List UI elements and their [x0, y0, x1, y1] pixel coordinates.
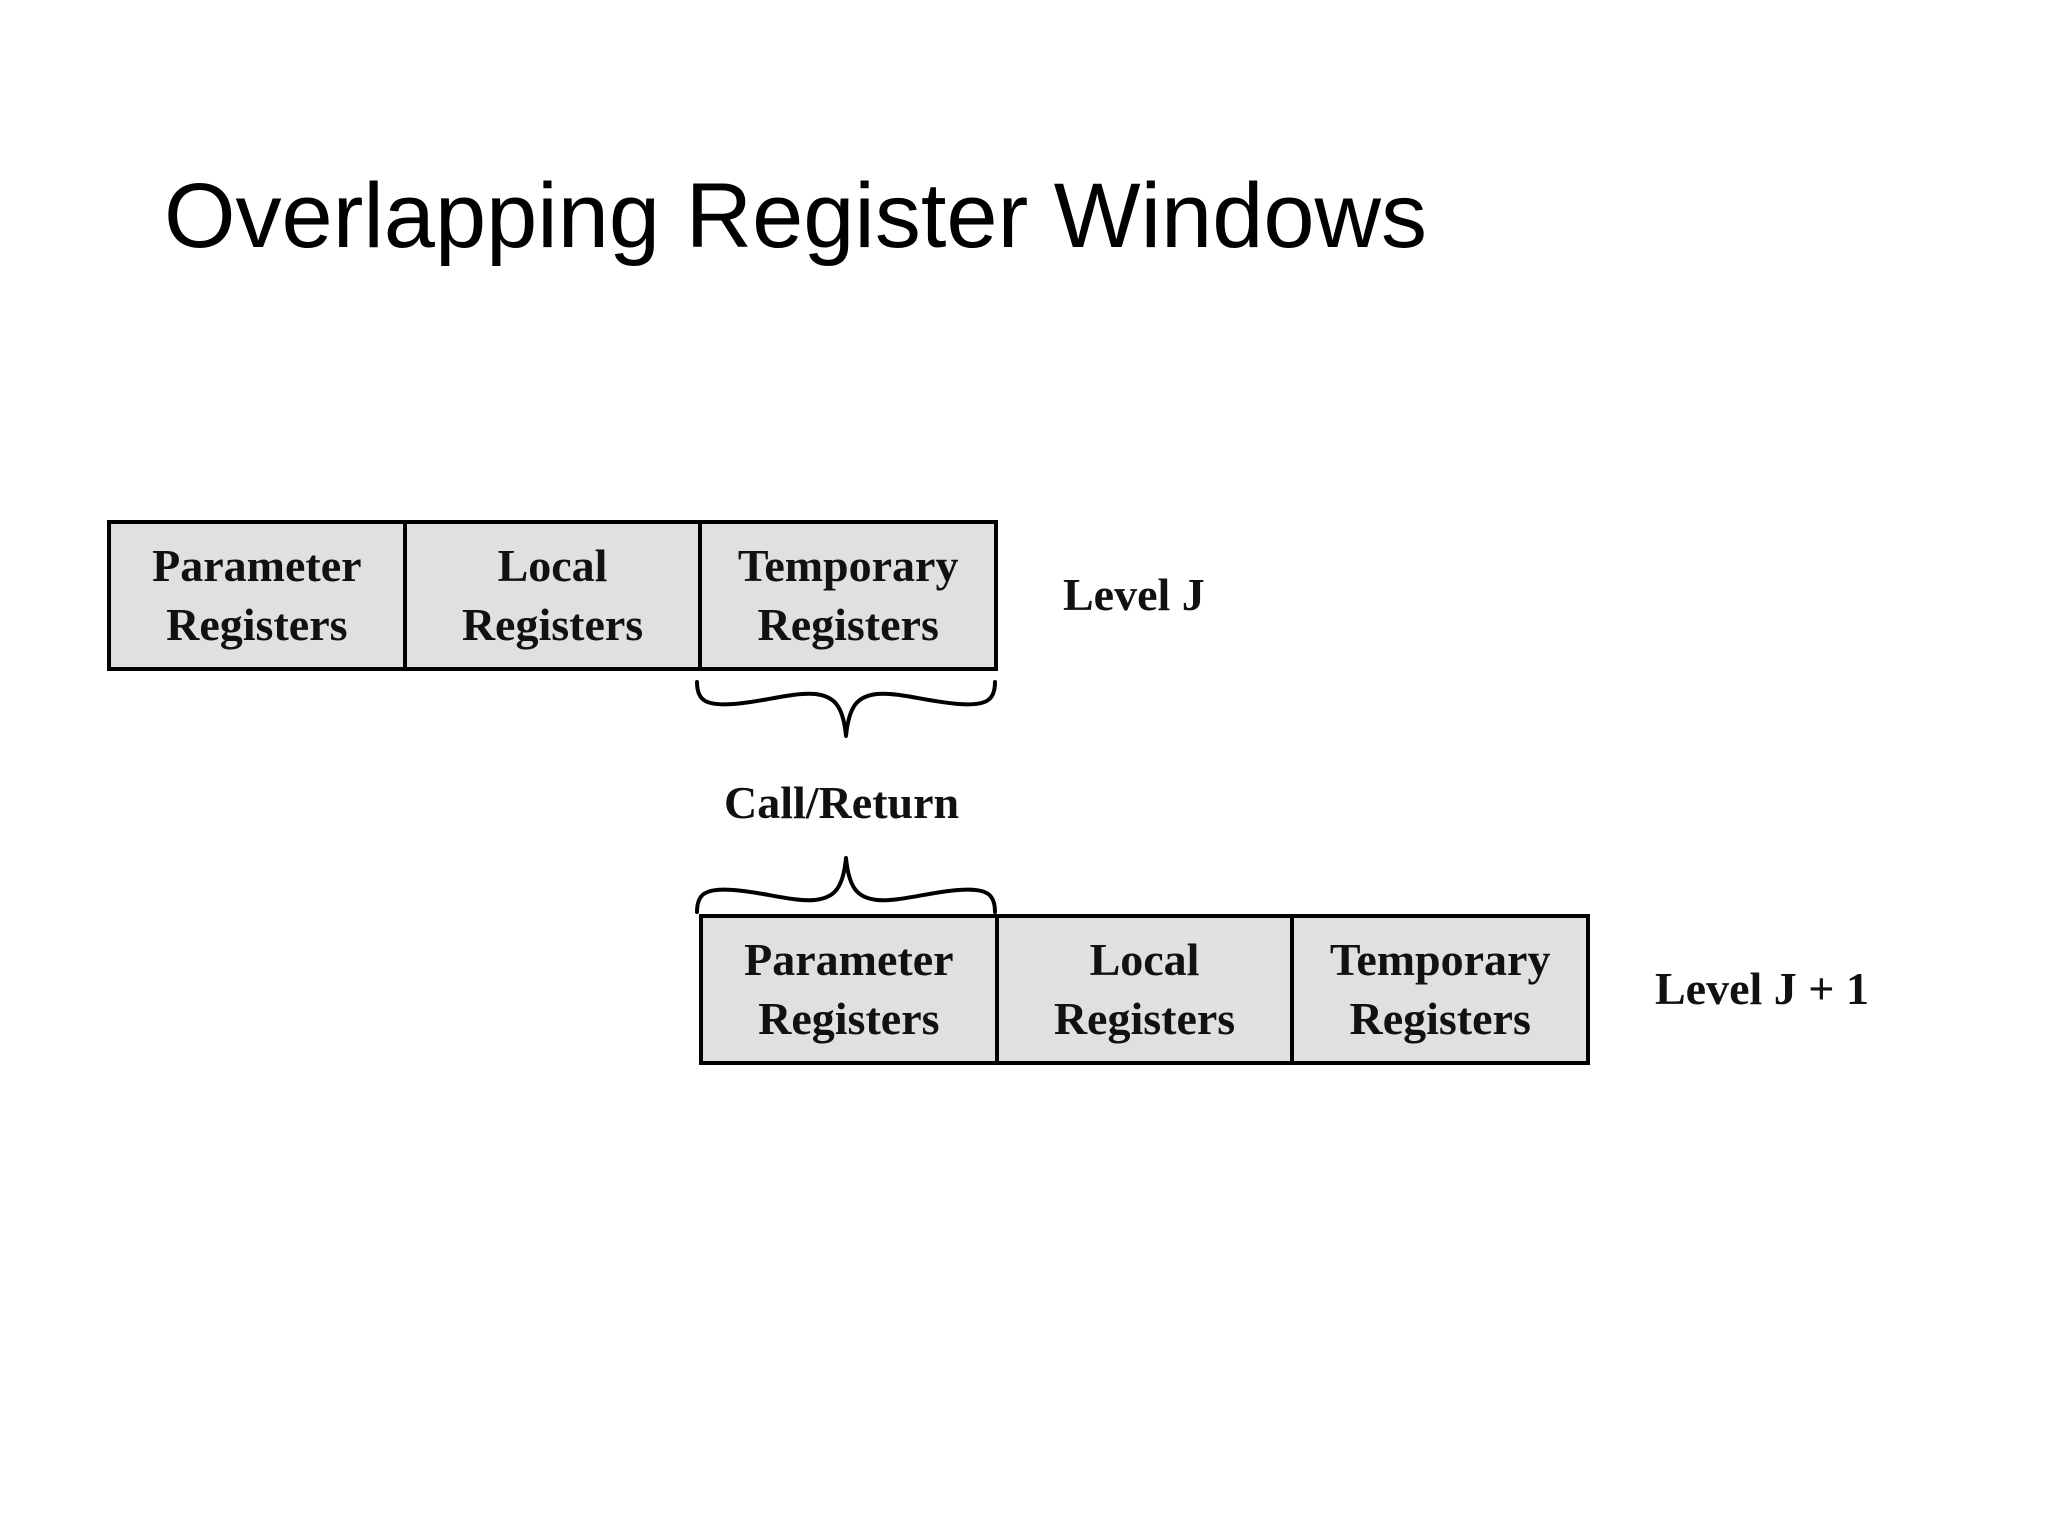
cell-label-line1: Local	[1089, 933, 1200, 985]
cell-label-line1: Local	[497, 539, 608, 591]
cell-label-line1: Parameter	[744, 933, 954, 985]
cell-label-line2: Registers	[1349, 992, 1531, 1044]
cell-label-line2: Registers	[758, 992, 940, 1044]
local-registers-cell-level-j: Local Registers	[402, 524, 699, 667]
cell-label-line1: Temporary	[1329, 933, 1551, 985]
level-j-label: Level J	[1063, 569, 1205, 620]
cell-label-line1: Parameter	[152, 539, 362, 591]
cell-label-line2: Registers	[1053, 992, 1236, 1044]
parameter-registers-cell-level-j: Parameter Registers	[111, 524, 403, 667]
register-window-level-j: Parameter Registers Local Registers Temp…	[107, 520, 998, 671]
local-registers-cell-level-j-plus-1: Local Registers	[994, 918, 1291, 1061]
slide-title: Overlapping Register Windows	[164, 165, 1427, 267]
level-j-plus-1-label: Level J + 1	[1655, 963, 1870, 1014]
temporary-registers-cell-level-j-plus-1: Temporary Registers	[1290, 918, 1586, 1061]
call-return-label: Call/Return	[724, 777, 960, 828]
brace-down-icon	[695, 680, 997, 738]
temporary-registers-cell-level-j: Temporary Registers	[698, 524, 994, 667]
brace-up-icon	[695, 856, 997, 914]
register-window-level-j-plus-1: Parameter Registers Local Registers Temp…	[699, 914, 1590, 1065]
cell-label-line2: Registers	[757, 598, 939, 650]
parameter-registers-cell-level-j-plus-1: Parameter Registers	[703, 918, 995, 1061]
cell-label-line1: Temporary	[737, 539, 959, 591]
cell-label-line2: Registers	[461, 598, 644, 650]
cell-label-line2: Registers	[166, 598, 348, 650]
